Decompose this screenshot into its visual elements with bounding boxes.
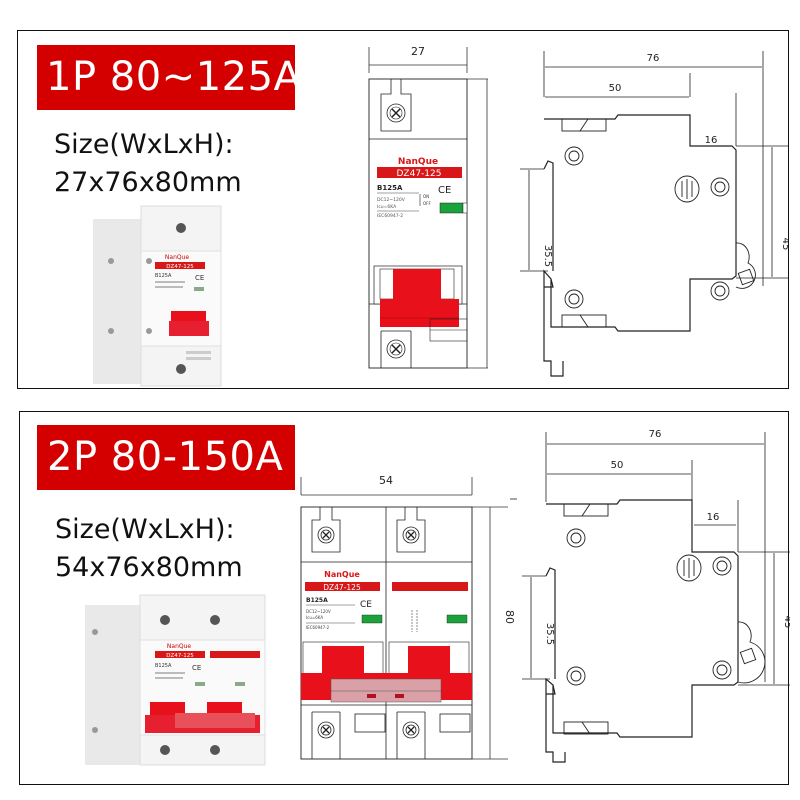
svg-text:NanQue: NanQue (165, 254, 189, 261)
svg-text:DZ47-125: DZ47-125 (166, 264, 194, 270)
svg-text:CE: CE (195, 274, 204, 282)
width-dimension: 54 (379, 474, 393, 487)
svg-text:IEC60947-2: IEC60947-2 (306, 625, 330, 630)
svg-text:B125A: B125A (377, 184, 403, 192)
svg-text:DC12~120V: DC12~120V (377, 197, 406, 203)
panel-2p: 2P 80-150A Size(WxLxH): 54x76x80mm NanQu… (19, 411, 790, 785)
size-info: Size(WxLxH): 27x76x80mm (54, 126, 242, 202)
size-label: Size(WxLxH): (55, 514, 235, 545)
svg-text:35.5: 35.5 (542, 245, 553, 267)
size-label: Size(WxLxH): (54, 129, 234, 160)
svg-text:35.5: 35.5 (544, 623, 555, 645)
svg-text:DC12~120V: DC12~120V (306, 609, 331, 614)
side-view-2p: 76 50 16 45 35.5 (510, 429, 790, 763)
size-value: 54x76x80mm (55, 552, 243, 583)
status-indicator (446, 614, 468, 624)
toggle-handle (169, 321, 209, 336)
svg-text:76: 76 (647, 53, 660, 64)
height-dimension: 80 (503, 610, 516, 624)
adjust-screw-icon (674, 175, 700, 203)
panel-1p: 1P 80~125A Size(WxLxH): 27x76x80mm NanQu… (17, 30, 789, 389)
svg-text:B125A: B125A (155, 663, 172, 669)
svg-text:DZ47-125: DZ47-125 (397, 169, 442, 179)
status-indicator (361, 614, 383, 624)
svg-text:DZ47-125: DZ47-125 (323, 583, 361, 592)
svg-text:B125A: B125A (155, 273, 172, 279)
ce-mark: CE (360, 600, 372, 610)
width-dimension: 27 (411, 45, 425, 58)
size-value: 27x76x80mm (54, 167, 242, 198)
svg-text:NanQue: NanQue (167, 643, 191, 650)
svg-text:OFF: OFF (423, 201, 431, 206)
ce-mark: CE (438, 185, 451, 196)
svg-text:CE: CE (192, 664, 201, 672)
svg-text:50: 50 (609, 83, 622, 94)
svg-text:45: 45 (780, 238, 788, 251)
svg-text:Icu=6KA: Icu=6KA (377, 204, 397, 210)
svg-text:NanQue: NanQue (398, 157, 438, 167)
svg-text:16: 16 (707, 512, 720, 523)
svg-text:Icu=6KA: Icu=6KA (306, 615, 323, 620)
terminal-screw-icon (386, 339, 406, 359)
product-photo-1p: NanQue DZ47-125 B125A CE (93, 205, 222, 387)
front-view-2p: 54 80 NanQue DZ47-125 (300, 474, 516, 760)
svg-text:IEC60947-2: IEC60947-2 (377, 213, 403, 219)
front-view-1p: 27 NanQue DZ47-125 B125A CE DC12~120V Ic… (368, 45, 488, 369)
screw-icon (176, 223, 186, 233)
svg-text:76: 76 (649, 429, 662, 440)
svg-text:NanQue: NanQue (324, 570, 360, 579)
svg-text:50: 50 (611, 460, 624, 471)
product-photo-2p: NanQue DZ47-125 B125A CE (85, 594, 266, 766)
svg-text:B125A: B125A (306, 597, 328, 604)
svg-text:16: 16 (705, 135, 718, 146)
side-view-1p: 76 50 16 45 35.5 (520, 51, 788, 377)
size-info: Size(WxLxH): 54x76x80mm (55, 511, 243, 587)
pole-rating-badge: 2P 80-150A (37, 425, 295, 490)
status-indicator (439, 202, 464, 214)
svg-text:ON: ON (423, 194, 429, 199)
svg-text:45: 45 (782, 616, 790, 629)
terminal-screw-icon (386, 103, 406, 123)
svg-text:DZ47-125: DZ47-125 (166, 653, 194, 659)
toggle-handle (380, 299, 459, 327)
pole-rating-badge: 1P 80~125A (37, 45, 301, 110)
screw-icon (176, 364, 186, 374)
